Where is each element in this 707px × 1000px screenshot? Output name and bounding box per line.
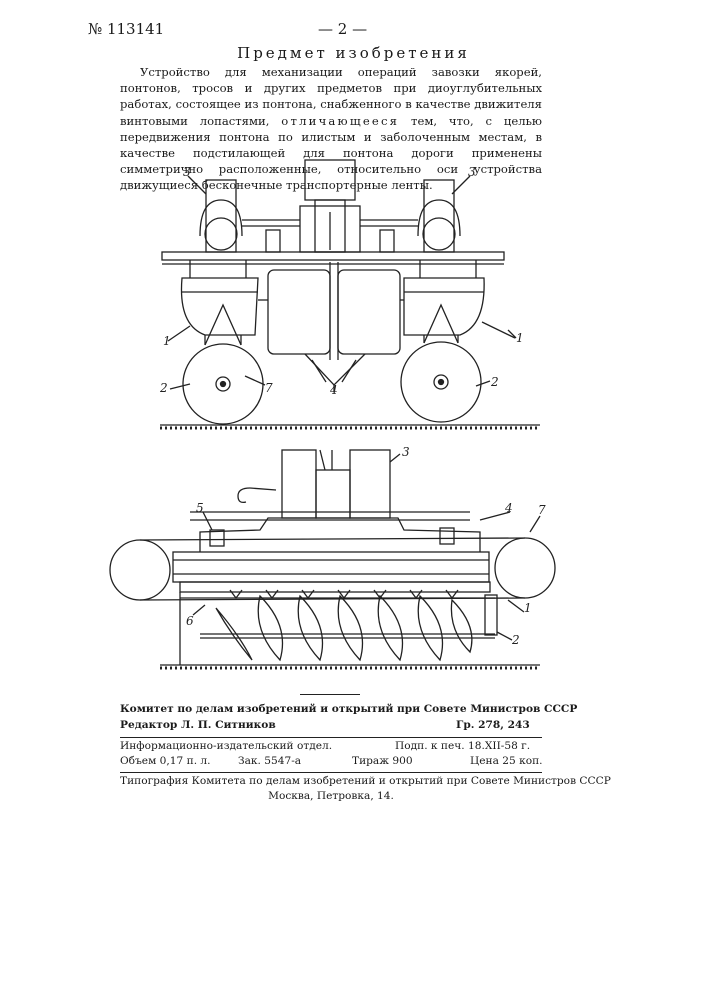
imprint-top-rule: [120, 737, 542, 738]
fig2-label-6: 6: [186, 614, 194, 628]
fig2-label-7: 7: [538, 503, 546, 517]
fig1-label-3-left: 3: [183, 165, 191, 179]
imprint-bottom-rule: [120, 772, 542, 773]
publishing-dept: Информационно-издательский отдел.: [120, 740, 332, 752]
committee-line: Комитет по делам изобретений и открытий …: [120, 703, 542, 715]
figure-1-front-view: [160, 160, 540, 428]
fig1-label-2-left: 2: [159, 381, 168, 395]
price: Цена 25 коп.: [470, 755, 543, 767]
order-number: Зак. 5547-а: [238, 755, 301, 767]
short-separator: [300, 694, 360, 695]
printer-address: Москва, Петровка, 14.: [120, 790, 542, 802]
fig1-label-7: 7: [265, 381, 273, 395]
fig2-label-1: 1: [524, 601, 532, 615]
editor: Редактор Л. П. Ситников: [120, 719, 276, 731]
fig1-label-3-right: 3: [468, 165, 476, 179]
fig1-label-4: 4: [329, 383, 338, 397]
fig1-label-2-right: 2: [490, 375, 499, 389]
volume: Объем 0,17 п. л.: [120, 755, 211, 767]
fig2-label-3: 3: [402, 445, 410, 459]
fig1-label-1: 1: [163, 334, 171, 348]
figure-2-side-view: [110, 450, 555, 668]
print-run: Тираж 900: [352, 755, 413, 767]
signed-to-print: Подп. к печ. 18.XII-58 г.: [395, 740, 530, 752]
fig1-label-1-arrow: 1: [516, 331, 524, 345]
fig2-label-5: 5: [196, 501, 204, 515]
fig2-label-4: 4: [504, 501, 513, 515]
fig2-label-2: 2: [511, 633, 520, 647]
printer-line: Типография Комитета по делам изобретений…: [120, 775, 542, 787]
group-code: Гр. 278, 243: [456, 719, 530, 731]
